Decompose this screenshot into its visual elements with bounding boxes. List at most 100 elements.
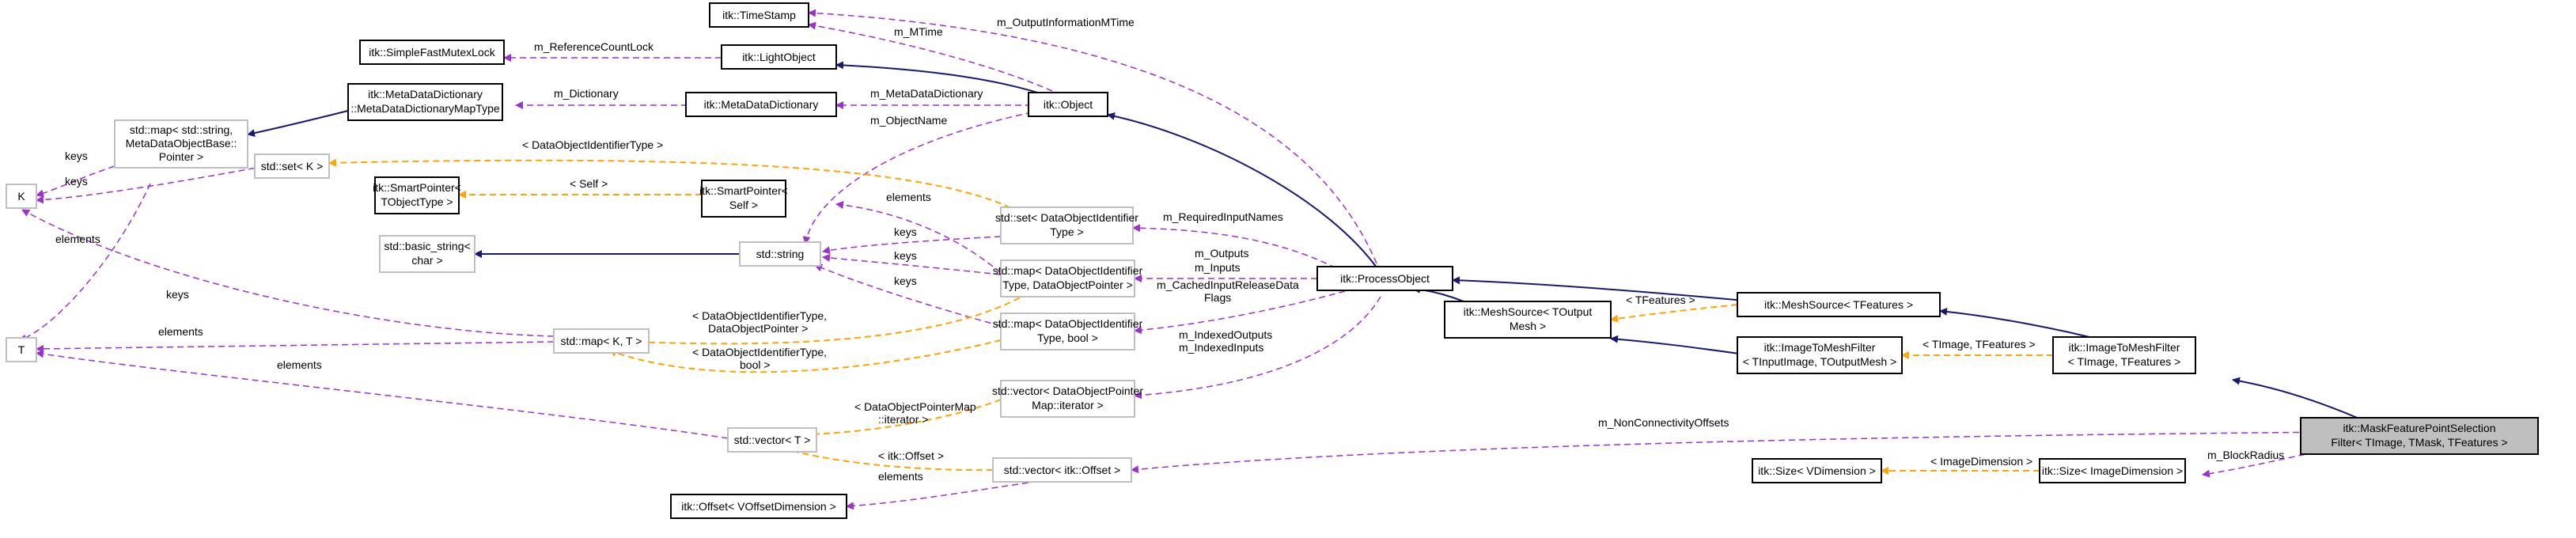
edge-label-elements-2: elements <box>158 325 203 338</box>
node-label-imgtomesh-in-line-1: itk::ImageToMeshFilter <box>1764 341 1876 354</box>
node-label-std-string: std::string <box>756 248 805 260</box>
edge-elements-vectort-to-t <box>36 350 729 439</box>
node-label-std-set-k: std::set< K > <box>261 160 324 172</box>
node-itk-meshsource-tfeatures[interactable]: itk::MeshSource< TFeatures > <box>1737 292 1941 317</box>
node-label-set-doid-line-2: Type > <box>1050 225 1083 238</box>
edge-label-m-indexedinputs: m_IndexedInputs <box>1179 341 1263 354</box>
node-label-imgtomesh-line-1: itk::ImageToMeshFilter <box>2069 341 2180 354</box>
node-label-itk-lightobject: itk::LightObject <box>742 51 816 63</box>
edge-keys-setdoid-to-stdstring <box>822 236 1002 255</box>
edge-elements-mapkt-to-t <box>36 341 555 353</box>
node-itk-lightobject[interactable]: itk::LightObject <box>721 44 837 70</box>
node-itk-meshsource-toutputmesh[interactable]: itk::MeshSource< TOutput Mesh > <box>1444 301 1612 339</box>
edge-label-m-inputs: m_Inputs <box>1195 261 1241 274</box>
node-itk-imagetomeshfilter-tinputimage[interactable]: itk::ImageToMeshFilter < TInputImage, TO… <box>1737 336 1903 374</box>
node-itk-processobject[interactable]: itk::ProcessObject <box>1316 266 1453 291</box>
node-t[interactable]: T <box>6 337 37 362</box>
node-std-set-k[interactable]: std::set< K > <box>254 153 330 179</box>
node-label-mfps-line-1: itk::MaskFeaturePointSelection <box>2343 422 2496 434</box>
node-std-vector-t[interactable]: std::vector< T > <box>727 427 817 453</box>
edge-m-mtime <box>808 21 1053 92</box>
node-label-mfps-line-2: Filter< TImage, TMask, TFeatures > <box>2331 436 2507 449</box>
edge-label-timage-tfeatures: < TImage, TFeatures > <box>1923 338 2036 350</box>
node-label-itk-size-vdimension: itk::Size< VDimension > <box>1758 464 1876 477</box>
node-itk-imagetomeshfilter-timage[interactable]: itk::ImageToMeshFilter < TImage, TFeatur… <box>2052 336 2196 374</box>
edge-elements-vectoroffset-to-offset <box>846 482 1029 510</box>
edge-tmpl-mapkt-to-mapdoidptr <box>635 292 1029 347</box>
edge-label-elements-1: elements <box>55 233 100 245</box>
node-label-stdmap-string-line-2: MetaDataObjectBase:: <box>126 137 237 150</box>
edge-keys-stdmap-to-k <box>36 165 116 198</box>
node-k[interactable]: K <box>6 184 37 209</box>
node-itk-size-vdimension[interactable]: itk::Size< VDimension > <box>1752 458 1882 483</box>
node-label-std-map-k-t: std::map< K, T > <box>561 335 642 347</box>
edge-processobject-to-object <box>1107 112 1381 274</box>
node-itk-smartpointer-self[interactable]: itk::SmartPointer< Self > <box>699 180 788 218</box>
edge-label-doidptr-1: < DataObjectIdentifierType, <box>692 309 827 322</box>
node-label-k: K <box>17 190 25 203</box>
node-label-itk-size-imagedimension: itk::Size< ImageDimension > <box>2042 464 2183 477</box>
edge-label-imagedimension: < ImageDimension > <box>1930 455 2032 468</box>
edge-label-m-objectname: m_ObjectName <box>870 114 947 127</box>
edge-label-doidbool-2: bool > <box>740 358 771 371</box>
edge-label-m-referencecountlock: m_ReferenceCountLock <box>534 40 654 53</box>
edge-label-elements-3: elements <box>277 358 322 371</box>
node-itk-size-imagedimension[interactable]: itk::Size< ImageDimension > <box>2039 458 2186 483</box>
node-label-imgtomesh-line-2: < TImage, TFeatures > <box>2068 355 2181 368</box>
node-label-map-doid-ptr-line-1: std::map< DataObjectIdentifier <box>993 264 1143 277</box>
edge-label-self: < Self > <box>570 177 608 190</box>
edge-tmpl-mapkt-to-mapdoidbool <box>608 339 1002 373</box>
edge-label-m-blockradius: m_BlockRadius <box>2207 449 2284 461</box>
node-label-std-vector-itk-offset: std::vector< itk::Offset > <box>1004 464 1121 476</box>
edge-object-to-lightobject <box>835 61 1053 98</box>
edge-mdd-to-stdmap <box>247 108 358 138</box>
edge-m-objectname <box>802 108 1053 244</box>
edge-label-dopmap-1: < DataObjectPointerMap <box>854 400 976 413</box>
node-itk-smartpointer-tobjecttype[interactable]: itk::SmartPointer< TObjectType > <box>373 176 461 214</box>
node-std-map-k-t[interactable]: std::map< K, T > <box>553 328 650 354</box>
edge-label-keys-4: keys <box>894 225 917 238</box>
edge-elements-stdmap-to-t <box>18 183 151 343</box>
node-itk-maskfeaturepointselectionfilter[interactable]: itk::MaskFeaturePointSelection Filter< T… <box>2300 417 2539 455</box>
node-itk-metadatadictionarymaptype[interactable]: itk::MetaDataDictionary ::MetaDataDictio… <box>347 83 503 121</box>
node-label-mddtype-line-2: ::MetaDataDictionaryMapType <box>350 102 500 115</box>
edge-m-nonconnectivityoffsets <box>1131 431 2341 474</box>
node-label-sp-self-line-2: Self > <box>729 199 758 211</box>
edge-label-keys-5: keys <box>894 249 917 262</box>
edge-label-m-indexedoutputs: m_IndexedOutputs <box>1179 328 1272 341</box>
node-label-basic-string-line-1: std::basic_string< <box>384 240 470 252</box>
edge-label-m-nonconnectivityoffsets: m_NonConnectivityOffsets <box>1598 416 1729 429</box>
node-std-vector-dataobjectpointermap-iterator[interactable]: std::vector< DataObjectPointer Map::iter… <box>992 380 1143 418</box>
node-std-map-string-metadataobjectbase[interactable]: std::map< std::string, MetaDataObjectBas… <box>114 119 248 169</box>
edge-tmpl-stdset-to-setdoid <box>328 158 1029 218</box>
node-label-mddtype-line-1: itk::MetaDataDictionary <box>368 88 483 100</box>
node-label-itk-offset: itk::Offset< VOffsetDimension > <box>681 500 836 513</box>
edge-label-keys-6: keys <box>894 275 917 287</box>
node-std-vector-itk-offset[interactable]: std::vector< itk::Offset > <box>992 457 1132 483</box>
edge-label-doidbool-1: < DataObjectIdentifierType, <box>692 346 827 358</box>
node-std-string[interactable]: std::string <box>739 241 821 267</box>
node-itk-offset-voffsetdimension[interactable]: itk::Offset< VOffsetDimension > <box>670 494 847 519</box>
edge-label-m-cached-2: Flags <box>1204 291 1231 304</box>
node-std-map-doid-dataobjectpointer[interactable]: std::map< DataObjectIdentifier Type, Dat… <box>993 260 1143 297</box>
edge-label-keys-3: keys <box>166 288 189 301</box>
node-label-map-doid-bool-line-1: std::map< DataObjectIdentifier <box>993 317 1143 330</box>
node-std-set-dataobjectidentifiertype[interactable]: std::set< DataObjectIdentifier Type > <box>995 206 1138 244</box>
node-itk-simplefastmutexlock[interactable]: itk::SimpleFastMutexLock <box>359 40 505 65</box>
edge-keys-mapdoidptr-to-stdstring <box>822 253 1002 275</box>
edge-label-m-cached-1: m_CachedInputReleaseData <box>1157 278 1299 291</box>
node-label-vector-dop-line-2: Map::iterator > <box>1032 399 1104 411</box>
node-label-t: T <box>18 343 25 356</box>
node-label-sp-type-line-1: itk::SmartPointer< <box>373 181 461 194</box>
node-std-map-doid-bool[interactable]: std::map< DataObjectIdentifier Type, boo… <box>993 313 1143 350</box>
node-itk-metadatadictionary[interactable]: itk::MetaDataDictionary <box>685 92 837 117</box>
node-itk-object[interactable]: itk::Object <box>1028 92 1108 117</box>
node-label-itk-processobject: itk::ProcessObject <box>1340 272 1430 285</box>
node-std-basic-string[interactable]: std::basic_string< char > <box>379 235 475 273</box>
node-label-itk-timestamp: itk::TimeStamp <box>722 9 796 21</box>
node-label-meshsource-tfeatures: itk::MeshSource< TFeatures > <box>1764 298 1913 311</box>
node-label-imgtomesh-in-line-2: < TInputImage, TOutputMesh > <box>1743 355 1897 368</box>
node-itk-timestamp[interactable]: itk::TimeStamp <box>709 2 809 28</box>
node-label-map-doid-ptr-line-2: Type, DataObjectPointer > <box>1002 278 1133 291</box>
